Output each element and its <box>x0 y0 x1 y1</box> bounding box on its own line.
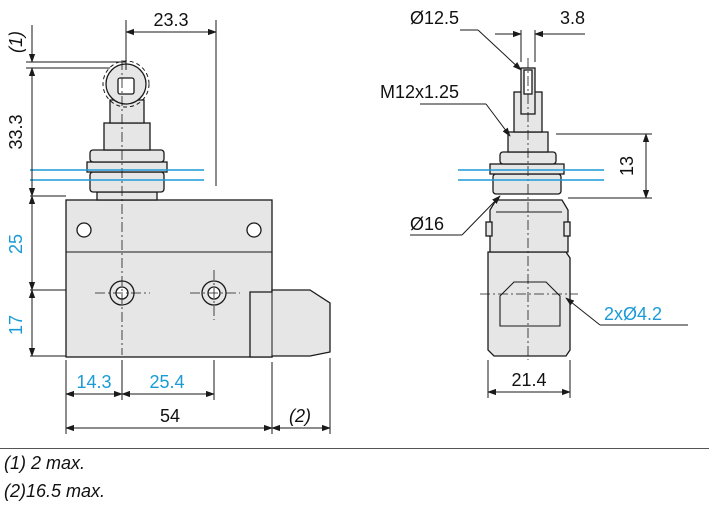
side-view <box>485 67 571 357</box>
dim-roller-dia: Ø12.5 <box>410 8 459 28</box>
plunger-stub <box>249 289 331 358</box>
technical-drawing: 23.3 (1) 33.3 25 17 14.3 25.4 54 (2) <box>6 8 688 434</box>
footnote-2: (2)16.5 max. <box>4 481 106 501</box>
dim-side-width: 21.4 <box>511 370 546 390</box>
side-hex-nut <box>492 173 562 195</box>
screw-hole <box>76 222 92 238</box>
dim-height-body-upper: 25 <box>6 234 26 254</box>
dim-hole-offset: 14.3 <box>76 372 111 392</box>
dim-note1-ref: (1) <box>6 31 26 53</box>
footnote-1: (1) 2 max. <box>4 453 86 473</box>
dim-height-roller: 33.3 <box>6 114 26 149</box>
dim-body-width: 54 <box>160 406 180 426</box>
dim-roller-width: 3.8 <box>560 8 585 28</box>
dim-nut-dia: Ø16 <box>410 214 444 234</box>
dim-hole-pitch: 25.4 <box>149 372 184 392</box>
hex-nut <box>89 149 165 163</box>
side-dimension-labels: Ø12.5 3.8 M12x1.25 13 Ø16 2xØ4.2 21.4 <box>380 8 662 390</box>
front-view <box>65 60 331 358</box>
hex-nut <box>89 171 165 193</box>
dim-holes: 2xØ4.2 <box>604 304 662 324</box>
front-dimension-labels: 23.3 (1) 33.3 25 17 14.3 25.4 54 (2) <box>6 10 311 426</box>
dim-note2-ref: (2) <box>289 406 311 426</box>
footnotes: (1) 2 max. (2)16.5 max. <box>0 448 709 501</box>
dim-height-body-lower: 17 <box>6 315 26 335</box>
dim-top-width: 23.3 <box>153 10 188 30</box>
dim-thread-height: 13 <box>617 156 637 176</box>
screw-hole <box>246 222 262 238</box>
dim-thread: M12x1.25 <box>380 82 459 102</box>
switch-body <box>65 199 273 358</box>
